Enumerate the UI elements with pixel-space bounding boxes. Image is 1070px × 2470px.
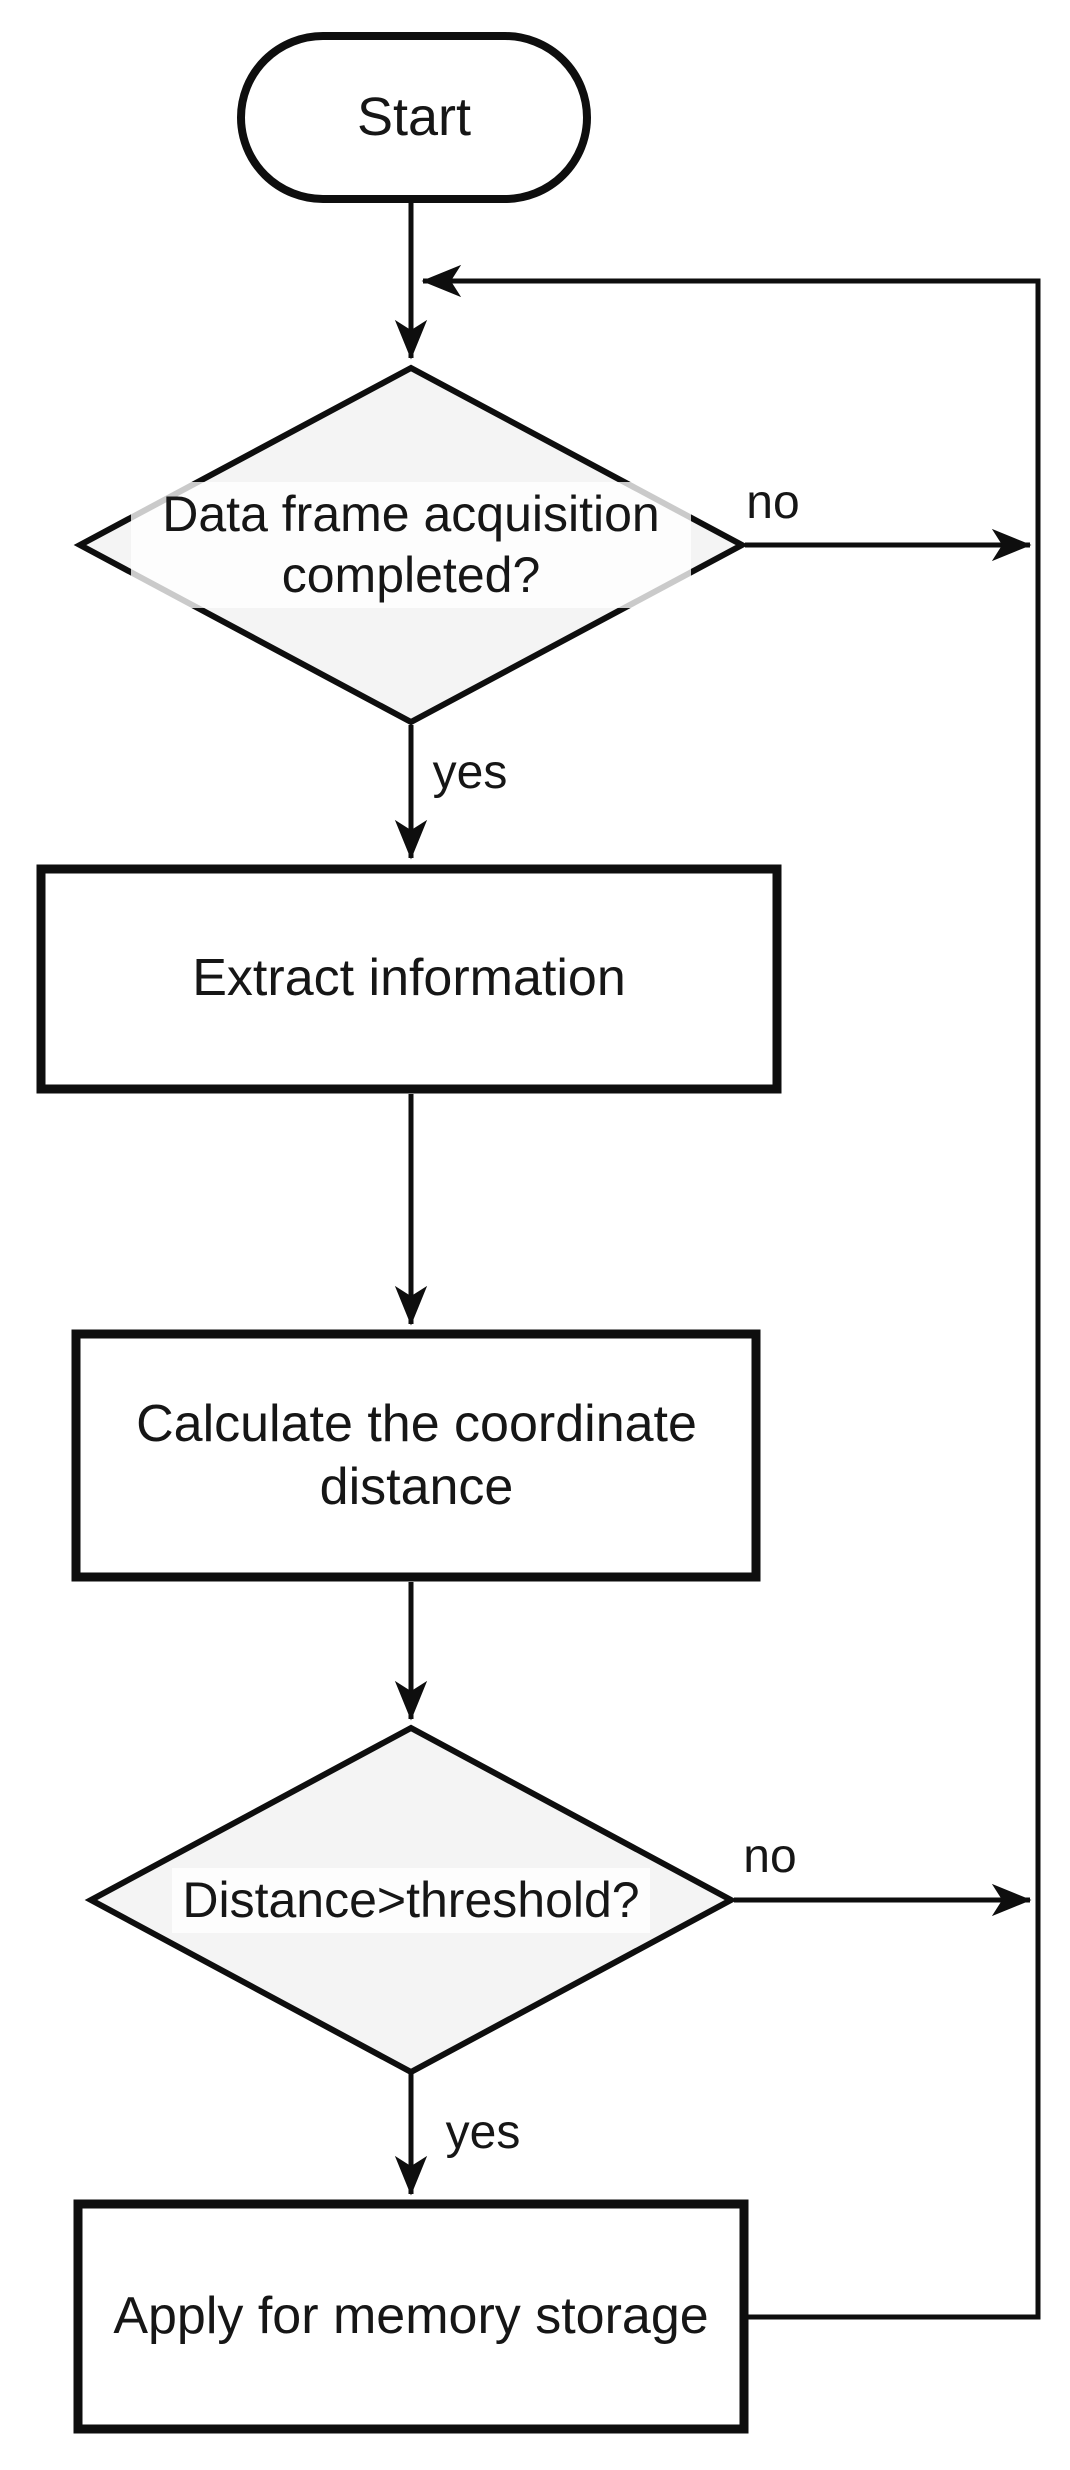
decision2-label-text: Distance>threshold?: [172, 1867, 650, 1933]
decision1-node-label: Data frame acquisition completed?: [131, 455, 691, 635]
process3-node-shape: [73, 2199, 749, 2434]
start-node-label: Start: [356, 86, 472, 147]
decision1-no-edge-label: no: [746, 475, 800, 529]
decision1-label-text: Data frame acquisition completed?: [131, 482, 691, 608]
decision2-node-label: Distance>threshold?: [131, 1845, 691, 1955]
decision2-no-edge-label: no: [743, 1829, 797, 1883]
process2-node-shape: [71, 1329, 761, 1582]
process3-node-label: Apply for memory storage: [113, 2286, 709, 2345]
start-node-shape: [237, 32, 591, 203]
process2-label-text: Calculate the coordinate distance: [136, 1394, 697, 1516]
process1-node-shape: [36, 864, 782, 1094]
process2-node-label: Calculate the coordinate distance: [72, 1330, 761, 1582]
decision1-yes-edge-label: yes: [432, 745, 508, 799]
decision2-yes-edge-label: yes: [445, 2105, 521, 2159]
loop-return-arrow: [421, 264, 1041, 2320]
process1-node-label: Extract information: [192, 949, 626, 1008]
